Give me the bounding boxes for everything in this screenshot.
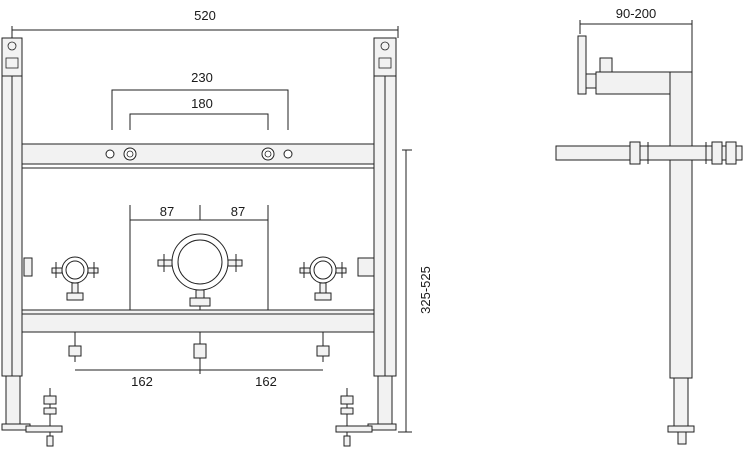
- upper-crossbar: [21, 143, 375, 169]
- dimension-depth-range: 90-200: [579, 6, 693, 72]
- dimension-label-inner-stud-spacing: 180: [191, 96, 213, 111]
- wall-bracket: [577, 35, 671, 95]
- dimension-label-overall-width: 520: [194, 8, 216, 23]
- lower-crossbar: [21, 309, 375, 333]
- right-pipe-clamp: [299, 256, 347, 301]
- left-floor-anchor: [25, 388, 63, 447]
- dimension-outer-stud-spacing: 230: [111, 70, 289, 130]
- side-upright: [667, 71, 695, 445]
- dimension-height-range: 325-525: [398, 149, 433, 433]
- dimension-overall-width: 520: [11, 8, 399, 38]
- dimension-label-left-offset: 87: [160, 204, 174, 219]
- dimension-label-depth-range: 90-200: [616, 6, 656, 21]
- center-pipe-clamp: [157, 233, 243, 312]
- dimension-label-height-range: 325-525: [418, 266, 433, 314]
- dimension-inner-stud-spacing: 180: [129, 96, 269, 130]
- right-floor-anchor: [335, 388, 373, 447]
- threaded-rods: [68, 332, 330, 366]
- left-pipe-clamp: [51, 256, 99, 301]
- dimension-bolt-spacing: 162 162: [75, 366, 323, 389]
- front-view: 520 230: [1, 8, 433, 447]
- side-threaded-rod: [555, 141, 743, 165]
- dimension-label-left-bolt-spacing: 162: [131, 374, 153, 389]
- side-view: 90-200: [555, 6, 743, 445]
- dimension-label-right-bolt-spacing: 162: [255, 374, 277, 389]
- dimension-label-right-offset: 87: [231, 204, 245, 219]
- dimension-label-outer-stud-spacing: 230: [191, 70, 213, 85]
- right-upright: [357, 37, 397, 431]
- left-upright: [1, 37, 33, 431]
